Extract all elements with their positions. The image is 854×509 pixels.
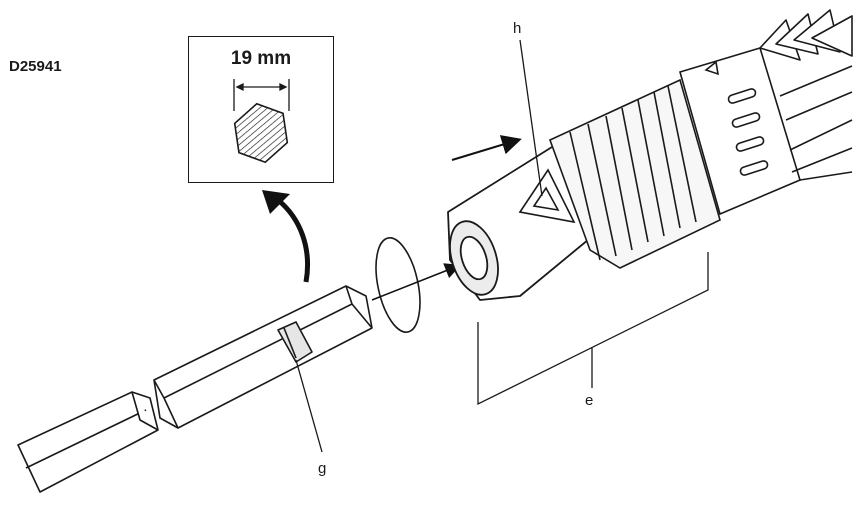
- bit-shank-end: [17, 391, 159, 493]
- callout-g-leader: [295, 359, 323, 453]
- insertion-arrow: [371, 263, 461, 301]
- slide-direction-arrow: [451, 135, 522, 161]
- tool-body: [759, 9, 853, 181]
- chuck-nose: [447, 141, 601, 301]
- callout-g: g: [318, 460, 327, 477]
- hex-bit: [153, 285, 373, 429]
- alignment-triangle: [518, 168, 576, 224]
- inset-pointer-arrow: [276, 198, 311, 283]
- dimension-line: [233, 79, 290, 111]
- callout-h: h: [513, 20, 522, 37]
- callout-h-leader: [519, 39, 543, 197]
- callout-e-bracket: [477, 252, 709, 406]
- inset-pointer-arrowhead: [262, 190, 290, 214]
- callout-e: e: [585, 392, 594, 409]
- model-code: D25941: [9, 58, 62, 75]
- chuck-collar: [548, 78, 721, 269]
- shank-size-inset: 19 mm: [188, 36, 334, 183]
- shank-size-label: 19 mm: [230, 48, 292, 69]
- hex-cross-section: [233, 102, 289, 164]
- retaining-ring: [375, 237, 421, 333]
